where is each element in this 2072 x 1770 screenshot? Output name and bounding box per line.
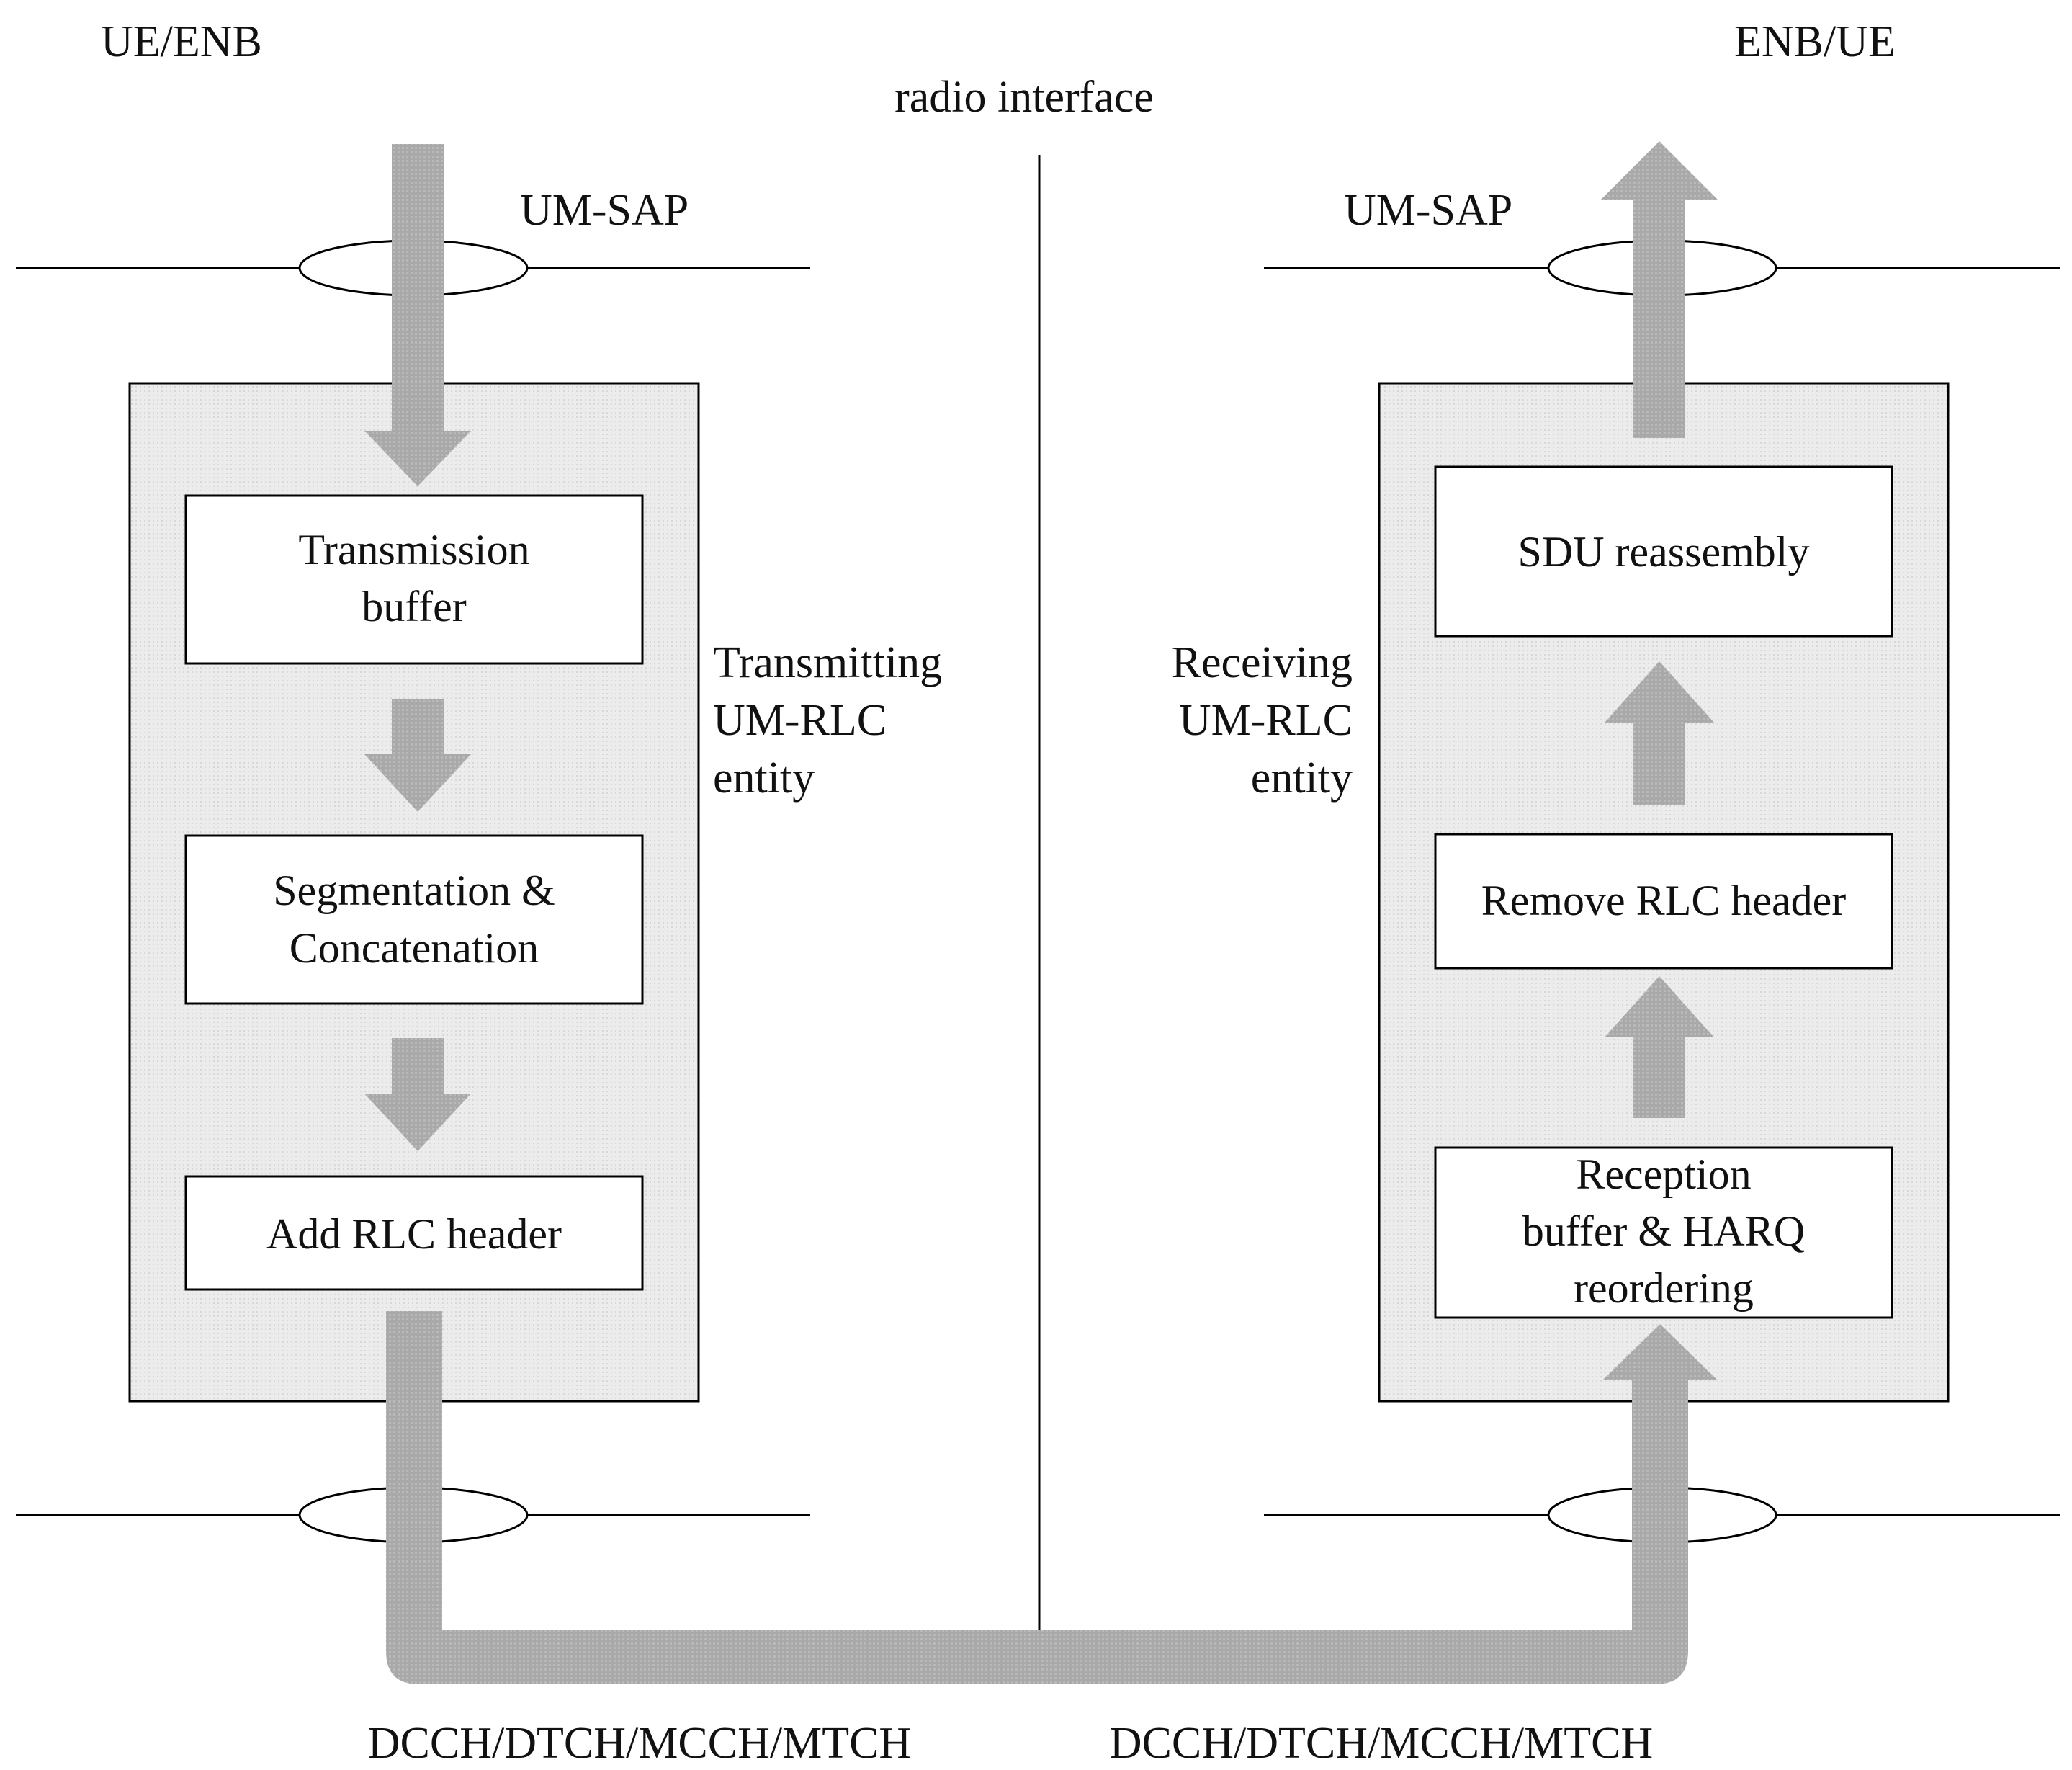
rx-input-arrow-head	[1603, 1324, 1717, 1380]
transmission-buffer-block: Transmission buffer	[184, 494, 644, 665]
sdu-reassembly-line-1: SDU reassembly	[1518, 528, 1810, 576]
add-rlc-header-line-1: Add RLC header	[266, 1210, 562, 1258]
reception-buffer-block: Reception buffer & HARQ reordering	[1434, 1146, 1893, 1319]
transmitting-label-line-2: UM-RLC	[713, 696, 887, 745]
transmitting-label-line-3: entity	[713, 754, 815, 803]
receiving-label-line-1: Receiving	[1172, 638, 1353, 687]
sdu-input-arrow	[364, 144, 471, 486]
transmission-buffer-line-1: Transmission	[298, 526, 529, 573]
segmentation-line-1: Segmentation &	[273, 867, 555, 914]
rx-arrow-1	[1605, 976, 1714, 1118]
receiving-label-line-2: UM-RLC	[1179, 696, 1353, 745]
transmitting-entity-label: Transmitting UM-RLC entity	[713, 638, 942, 803]
left-node-label: UE/ENB	[101, 17, 262, 66]
transmission-buffer-line-2: buffer	[362, 583, 467, 630]
sdu-reassembly-block: SDU reassembly	[1434, 465, 1893, 638]
radio-interface-label: radio interface	[894, 73, 1154, 122]
transport-channel-path	[386, 1311, 1688, 1684]
rx-arrow-2	[1605, 661, 1714, 805]
reception-buffer-line-3: reordering	[1574, 1264, 1754, 1312]
sdu-output-arrow	[1600, 141, 1718, 438]
tx-arrow-1	[364, 699, 471, 812]
add-rlc-header-block: Add RLC header	[184, 1175, 644, 1291]
right-node-label: ENB/UE	[1734, 17, 1896, 66]
transmitting-label-line-1: Transmitting	[713, 638, 942, 687]
right-channel-label: DCCH/DTCH/MCCH/MTCH	[1110, 1719, 1653, 1768]
remove-rlc-header-line-1: Remove RLC header	[1481, 877, 1847, 924]
reception-buffer-line-1: Reception	[1576, 1150, 1751, 1198]
left-channel-label: DCCH/DTCH/MCCH/MTCH	[368, 1719, 911, 1768]
right-sap-label: UM-SAP	[1344, 186, 1512, 235]
remove-rlc-header-block: Remove RLC header	[1434, 833, 1893, 970]
receiving-label-line-3: entity	[1251, 754, 1353, 803]
tx-arrow-2	[364, 1038, 471, 1151]
receiving-entity-label: Receiving UM-RLC entity	[1172, 638, 1353, 803]
left-sap-label: UM-SAP	[520, 186, 689, 235]
segmentation-block: Segmentation & Concatenation	[184, 834, 644, 1005]
reception-buffer-line-2: buffer & HARQ	[1522, 1207, 1805, 1255]
segmentation-line-2: Concatenation	[290, 924, 539, 972]
